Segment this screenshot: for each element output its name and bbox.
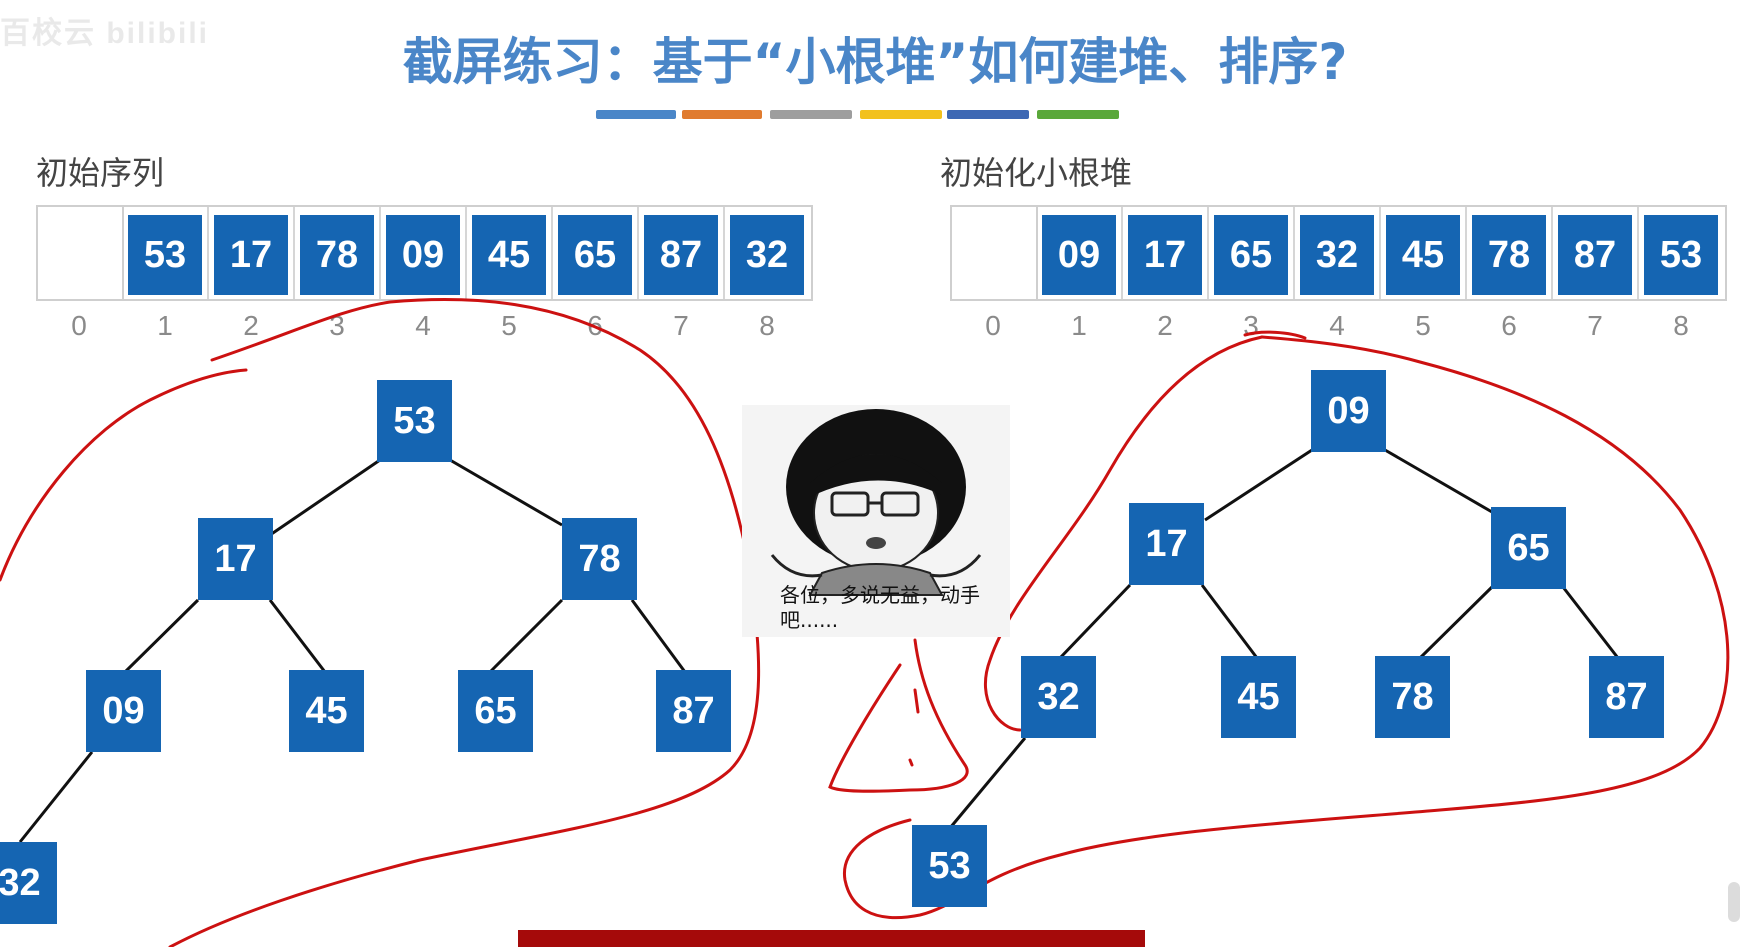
right-tree-node: 78 [1375,656,1450,738]
color-bar-5 [947,110,1029,119]
right-tree-node: 45 [1221,656,1296,738]
array-divider [1121,207,1123,299]
array-index: 5 [501,310,517,341]
array-divider [379,207,381,299]
right-tree-node: 32 [1021,656,1096,738]
array-index: 0 [985,310,1001,341]
array-divider [551,207,553,299]
page-title: 截屏练习：基于“小根堆”如何建堆、排序? [402,33,1348,91]
right-tree-node: 09 [1311,370,1386,452]
left-tree-node: 78 [562,518,637,600]
array-cell: 32 [730,215,804,295]
array-cell: 87 [644,215,718,295]
array-divider [723,207,725,299]
right-tree-node: 65 [1491,507,1566,589]
array-cell: 09 [1042,215,1116,295]
array-index: 1 [157,310,173,341]
array-divider [1379,207,1381,299]
array-cell: 87 [1558,215,1632,295]
color-bar-1 [596,110,676,119]
array-cell: 45 [1386,215,1460,295]
left-tree-node: 87 [656,670,731,752]
left-tree-edges [18,458,687,843]
array-cell: 65 [1214,215,1288,295]
array-cell: 32 [1300,215,1374,295]
array-divider [637,207,639,299]
array-cell: 09 [386,215,460,295]
array-index: 8 [1673,310,1689,341]
array-divider [1551,207,1553,299]
right-tree-edges [948,448,1620,829]
array-index: 8 [759,310,775,341]
left-tree-node: 65 [458,670,533,752]
array-index: 1 [1071,310,1087,341]
right-tree-node: 17 [1129,503,1204,585]
array-cell: 65 [558,215,632,295]
array-index: 0 [71,310,87,341]
array-divider [207,207,209,299]
left-tree-node: 32 [0,842,57,924]
array-cell: 45 [472,215,546,295]
right-tree-node: 53 [912,825,987,907]
meme-caption: 各位，多说无益，动手吧...... [780,583,980,632]
initial-min-heap-label: 初始化小根堆 [940,154,1133,192]
array-divider [1465,207,1467,299]
color-bar-4 [860,110,942,119]
array-cell: 53 [128,215,202,295]
array-divider [1293,207,1295,299]
array-cell: 17 [1128,215,1202,295]
color-bar-2 [682,110,762,119]
array-index: 7 [673,310,689,341]
meme-sticker [742,405,1010,637]
array-divider [1207,207,1209,299]
color-bar-6 [1037,110,1119,119]
array-divider [465,207,467,299]
array-index: 2 [243,310,259,341]
array-cell: 53 [1644,215,1718,295]
array-cell-empty [952,207,1038,299]
array-cell-empty [38,207,124,299]
cartoon-face-icon [770,409,982,596]
array-index: 7 [1587,310,1603,341]
array-cell: 17 [214,215,288,295]
right-tree-node: 87 [1589,656,1664,738]
array-index: 2 [1157,310,1173,341]
left-tree-node: 53 [377,380,452,462]
array-cell: 78 [300,215,374,295]
array-index: 6 [1501,310,1517,341]
bilibili-watermark: 百校云 bilibili [0,17,209,50]
left-tree-node: 45 [289,670,364,752]
initial-sequence-label: 初始序列 [36,154,165,192]
array-index: 4 [1329,310,1345,341]
left-tree-node: 17 [198,518,273,600]
array-divider [293,207,295,299]
array-index: 4 [415,310,431,341]
left-tree-node: 09 [86,670,161,752]
scroll-handle[interactable] [1728,882,1740,922]
array-index: 5 [1415,310,1431,341]
array-cell: 78 [1472,215,1546,295]
array-divider [1637,207,1639,299]
bottom-red-bar [518,930,1145,947]
color-bar-3 [770,110,852,119]
